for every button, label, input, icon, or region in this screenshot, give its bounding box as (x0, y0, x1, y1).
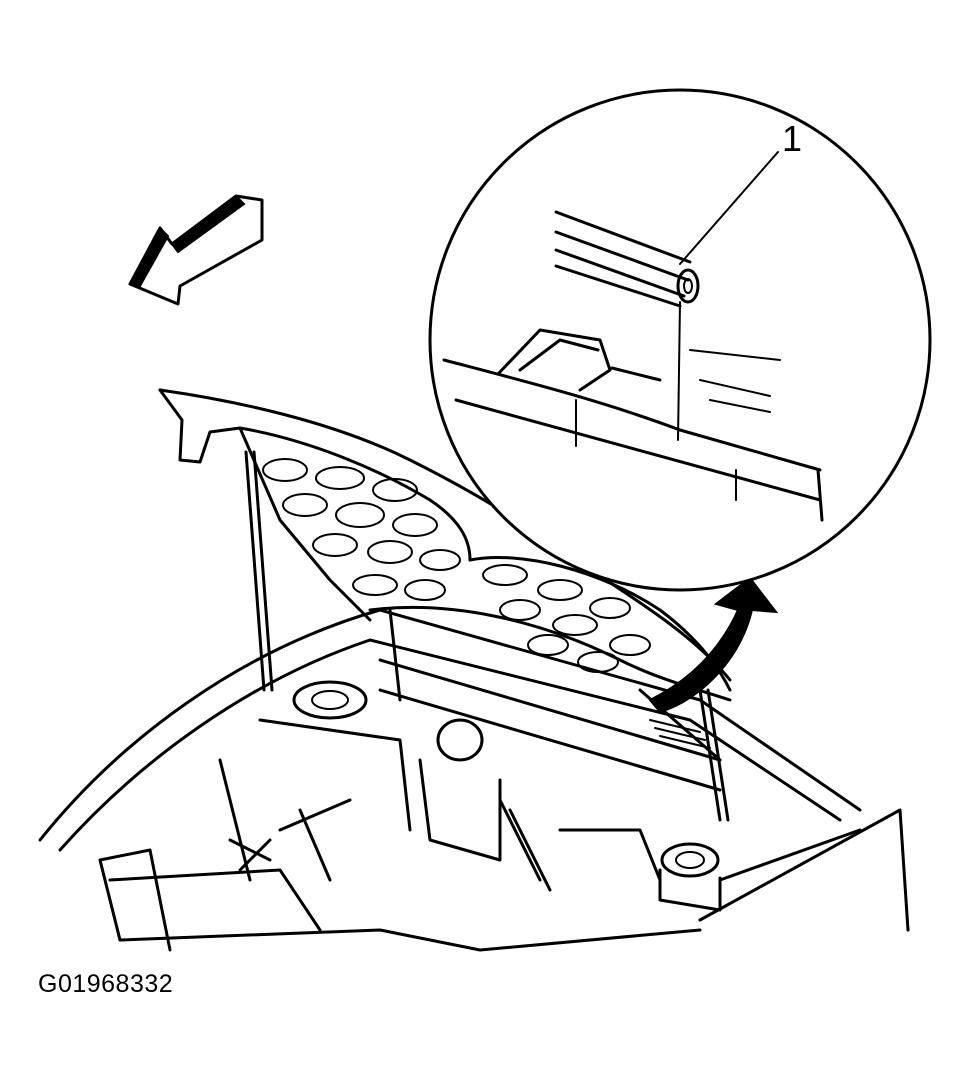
lift-direction-arrow (648, 576, 779, 714)
hood-panel (158, 388, 732, 702)
detail-view (428, 88, 932, 592)
forward-direction-arrow (128, 194, 264, 306)
figure-id: G01968332 (38, 970, 174, 998)
vehicle-body (38, 608, 910, 952)
callout-leader-line (679, 151, 779, 265)
hood-struts (244, 450, 730, 822)
hood-reinforcement-holes (262, 458, 651, 673)
hood-seal (554, 210, 700, 441)
callout-number: 1 (782, 118, 803, 159)
